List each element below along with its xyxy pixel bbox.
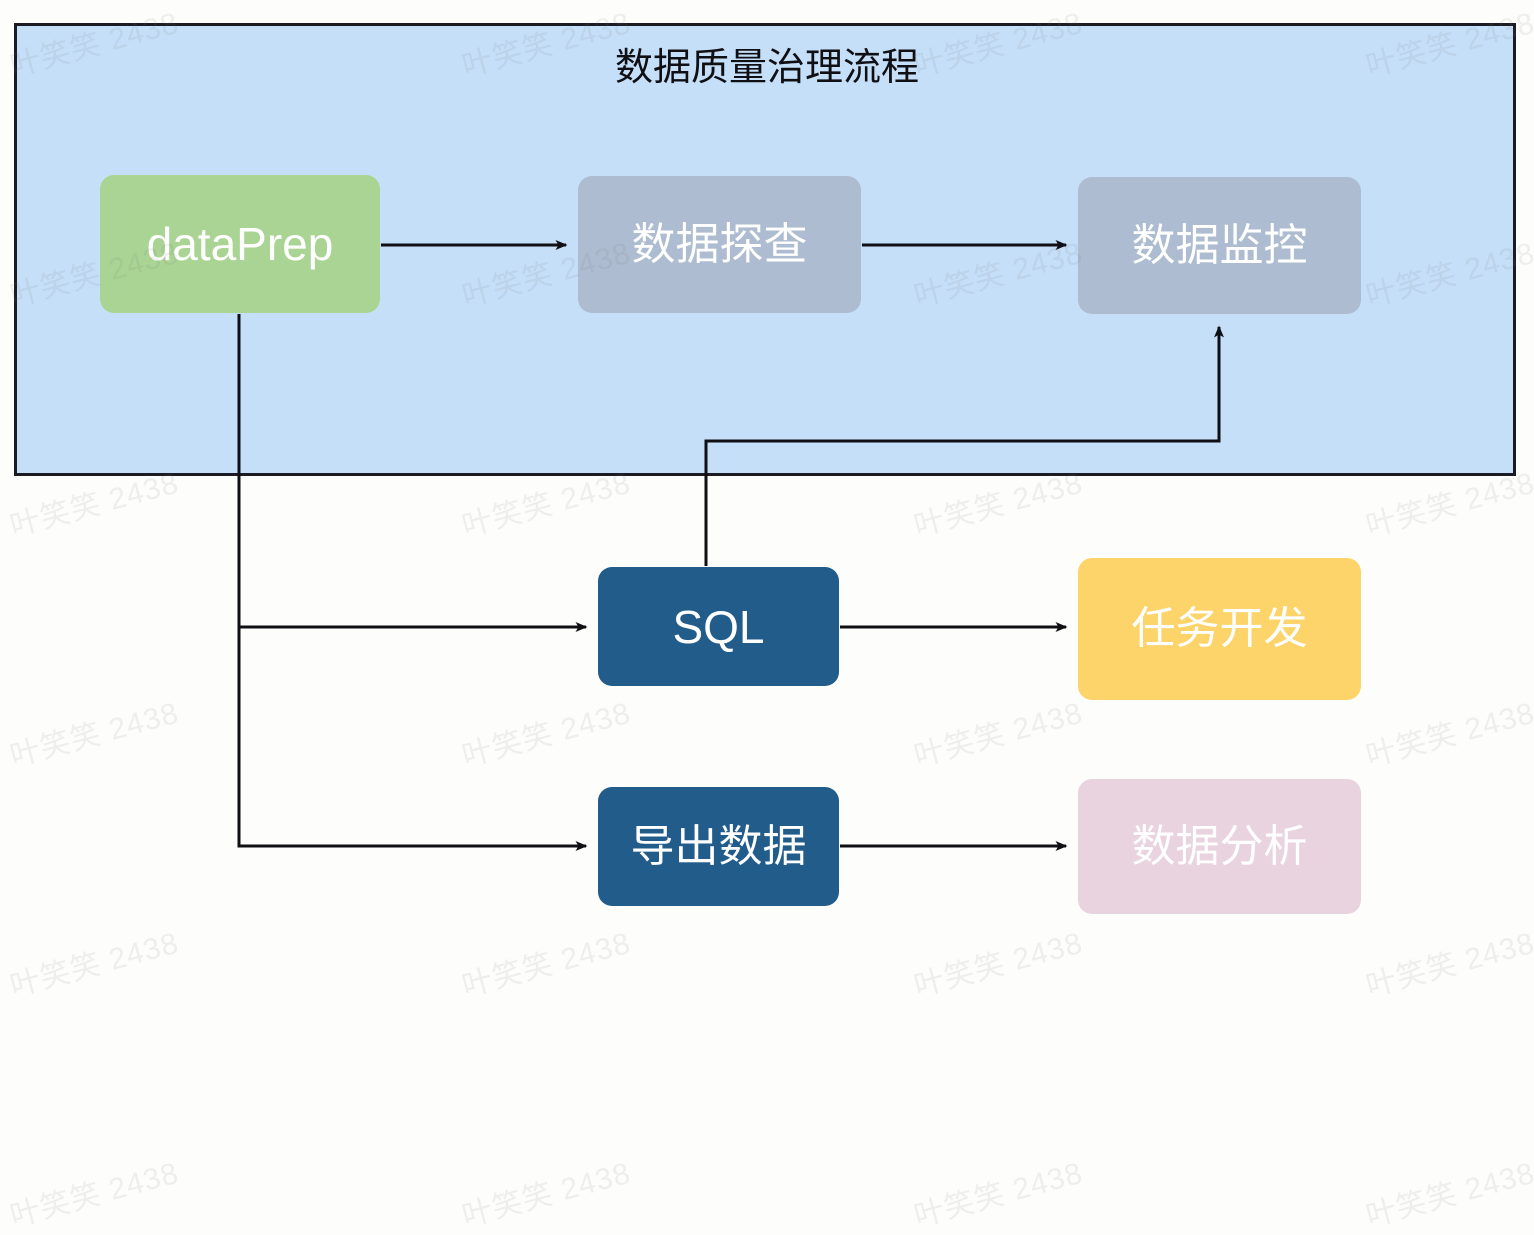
watermark-text: 叶笑笑 2438 (6, 1156, 183, 1234)
watermark-text: 叶笑笑 2438 (458, 1156, 635, 1234)
node-dataprep[interactable]: dataPrep (100, 175, 380, 313)
watermark-text: 叶笑笑 2438 (1362, 926, 1534, 1004)
watermark-text: 叶笑笑 2438 (1362, 1156, 1534, 1234)
node-sql-label: SQL (672, 600, 765, 653)
watermark-text: 叶笑笑 2438 (458, 926, 635, 1004)
node-data-analysis-label: 数据分析 (1131, 820, 1308, 872)
watermark-text: 叶笑笑 2438 (1362, 696, 1534, 774)
node-dataprep-label: dataPrep (146, 218, 334, 270)
diagram-title: 数据质量治理流程 (614, 45, 919, 89)
node-data-monitoring-label: 数据监控 (1131, 219, 1308, 271)
watermark-text: 叶笑笑 2438 (458, 696, 635, 774)
watermark-text: 叶笑笑 2438 (910, 696, 1087, 774)
edge-dataprep-to-export (237, 627, 588, 851)
watermark-text: 叶笑笑 2438 (910, 926, 1087, 1004)
node-data-analysis[interactable]: 数据分析 (1078, 779, 1361, 914)
node-task-development-label: 任务开发 (1131, 603, 1308, 654)
diagram-canvas: 数据质量治理流程 dataPrep 数据探查 (6, 6, 1534, 1234)
watermark-text: 叶笑笑 2438 (6, 696, 183, 774)
node-sql[interactable]: SQL (598, 567, 839, 686)
node-export-data-label: 导出数据 (630, 820, 807, 872)
node-task-development[interactable]: 任务开发 (1078, 558, 1361, 700)
node-data-exploration[interactable]: 数据探查 (578, 176, 861, 313)
node-export-data[interactable]: 导出数据 (598, 787, 839, 906)
watermark-text: 叶笑笑 2438 (6, 926, 183, 1004)
node-data-monitoring[interactable]: 数据监控 (1078, 177, 1361, 314)
node-data-exploration-label: 数据探查 (631, 218, 808, 270)
watermark-text: 叶笑笑 2438 (910, 1156, 1087, 1234)
